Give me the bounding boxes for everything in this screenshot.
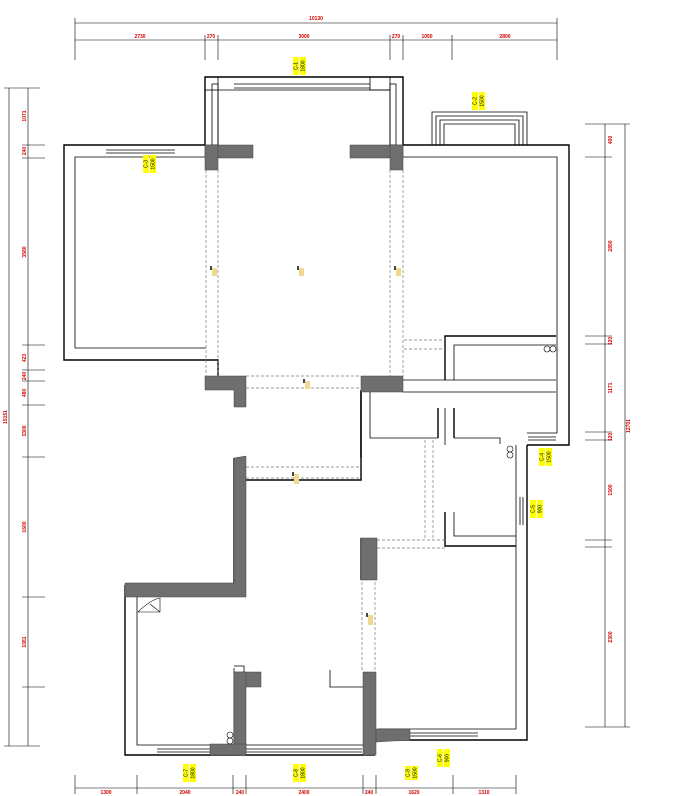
light-fixture-icon: [292, 472, 299, 484]
svg-text:1500: 1500: [480, 95, 486, 106]
bottom-dimension-chain: 1300 2040 240 2400 240 1620 1310: [74, 775, 517, 796]
bottom-dim-7: 1310: [478, 790, 489, 796]
column-tl-pier: [204, 144, 219, 171]
sink-kitchen: [543, 345, 557, 353]
window-bottom-left: [157, 748, 210, 753]
right-dim-6: 1500: [608, 484, 614, 495]
svg-text:C-4: C-4: [540, 453, 546, 461]
light-fixture-icon: [366, 613, 373, 625]
right-dim-2: 2850: [608, 240, 614, 251]
left-dim-3: 3580: [22, 246, 28, 257]
light-fixture-icon: [303, 379, 310, 389]
left-dim-8: 1600: [22, 521, 28, 532]
column-mid-right: [360, 375, 404, 393]
svg-text:C-1: C-1: [294, 62, 300, 70]
column-mid-left: [204, 375, 247, 408]
svg-text:900: 900: [445, 754, 451, 763]
top-dim-2: 270: [207, 34, 216, 40]
window-tag-8: C-8 1800: [293, 764, 307, 782]
window-right-upper: [528, 436, 556, 441]
bottom-dim-6: 1620: [408, 790, 419, 796]
window-tag-7: C-7 1800: [183, 764, 197, 782]
sink-bottom: [226, 731, 234, 745]
right-dimension-chain: 12701 400 2850 120 1171 120 1500 2300: [585, 123, 632, 728]
top-dim-1: 2730: [134, 34, 145, 40]
top-dim-4: 270: [392, 34, 401, 40]
svg-text:C-9: C-9: [406, 769, 412, 777]
light-fixture-icon: [297, 266, 304, 276]
left-dim-6: 480: [22, 389, 28, 398]
left-dim-2: 240: [22, 147, 28, 156]
window-tag-6: C-6 900: [437, 749, 451, 767]
window-tags: C-1 1800 C-2 1500 C-3 1500 C-4 1500 C-5 …: [143, 57, 553, 782]
top-total-dimension: 10130: [309, 16, 323, 22]
right-dim-4: 1171: [608, 382, 614, 393]
svg-text:900: 900: [538, 505, 544, 514]
top-dim-5: 1050: [421, 34, 432, 40]
window-bottom-right: [410, 732, 478, 737]
bottom-dim-5: 240: [365, 790, 374, 796]
svg-text:C-3: C-3: [144, 160, 150, 168]
svg-text:C-2: C-2: [473, 97, 479, 105]
light-fixtures: [210, 266, 401, 625]
svg-text:C-5: C-5: [531, 505, 537, 513]
bottom-dim-2: 2040: [179, 790, 190, 796]
window-tag-4: C-4 1500: [539, 448, 553, 466]
svg-text:1800: 1800: [191, 767, 197, 778]
svg-text:1500: 1500: [547, 451, 553, 462]
bottom-dim-4: 2400: [298, 790, 309, 796]
light-fixture-icon: [394, 266, 401, 276]
column-bottom-b: [233, 671, 247, 756]
left-dim-4: 423: [22, 354, 28, 363]
svg-text:1500: 1500: [151, 158, 157, 169]
beam-lines: [205, 170, 445, 670]
column-bottom-c: [209, 743, 247, 756]
left-dim-7: 3300: [22, 425, 28, 436]
exterior-walls: [63, 76, 570, 756]
right-dim-7: 2300: [608, 631, 614, 642]
column-l-shaped: [124, 455, 247, 598]
column-bottom-d: [362, 671, 377, 756]
window-tag-3: C-3 1500: [143, 155, 157, 173]
right-dim-5: 120: [608, 433, 614, 442]
svg-text:C-6: C-6: [438, 754, 444, 762]
window-tag-9: C-9 1500: [405, 766, 419, 780]
window-right-mid: [519, 497, 524, 525]
sink-bath: [506, 445, 514, 459]
left-total-dimension: 15151: [3, 410, 9, 424]
left-dim-9: 1081: [22, 636, 28, 647]
column-tr-pier: [389, 144, 404, 171]
window-tag-1: C-1 1800: [293, 57, 307, 75]
bottom-dim-3: 240: [236, 790, 245, 796]
right-dim-3: 120: [608, 337, 614, 346]
top-dimension-chain: 10130 2730 270 3000 270 1050 2800: [74, 16, 558, 60]
window-top-left: [106, 149, 175, 154]
light-fixture-icon: [210, 266, 217, 276]
column-center-lower: [360, 537, 378, 581]
right-total-dimension: 12701: [626, 419, 632, 433]
svg-text:C-7: C-7: [184, 769, 190, 777]
interior-walls: [233, 335, 556, 745]
left-dimension-chain: 15151 1071 240 3580 423 240 480 3300 160…: [3, 87, 45, 747]
window-bottom-center: [246, 748, 362, 753]
svg-text:C-8: C-8: [294, 769, 300, 777]
svg-text:1800: 1800: [301, 60, 307, 71]
door-swing: [137, 597, 161, 613]
left-dim-1: 1071: [22, 110, 28, 121]
right-dim-1: 400: [608, 136, 614, 145]
window-tag-2: C-2 1500: [472, 92, 486, 110]
left-dim-5: 240: [22, 372, 28, 381]
top-dim-3: 3000: [298, 34, 309, 40]
top-dim-6: 2800: [499, 34, 510, 40]
svg-text:1800: 1800: [301, 767, 307, 778]
columns: [124, 144, 411, 756]
column-bottom-e: [375, 728, 411, 743]
window-tag-5: C-5 900: [530, 500, 544, 518]
bottom-dim-1: 1300: [100, 790, 111, 796]
windows: [106, 149, 556, 753]
svg-text:1500: 1500: [413, 767, 419, 778]
